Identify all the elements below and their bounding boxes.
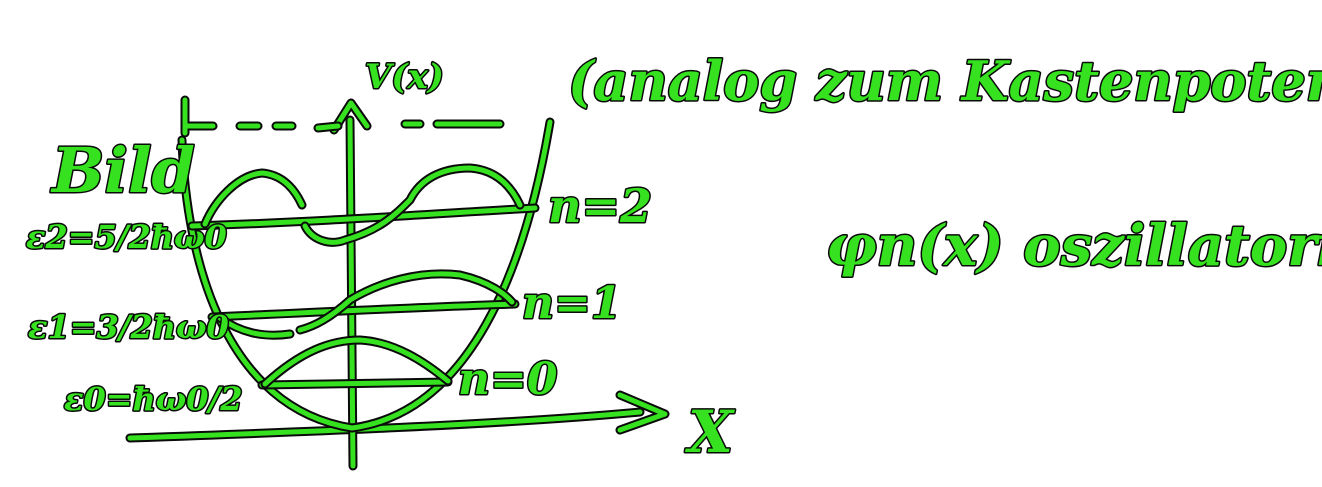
potential-label: V(x)	[365, 57, 444, 97]
energy-label-0: ε0=ħω0/2	[64, 380, 242, 418]
v-axis	[329, 98, 372, 471]
parabola-potential	[177, 117, 555, 433]
level-label-2: n=2	[548, 179, 652, 233]
energy-level-2	[187, 203, 540, 231]
bild-label: Bild	[50, 134, 195, 207]
x-axis	[125, 390, 670, 443]
energy-label-2: ε2=5/2ħω0	[26, 218, 227, 256]
energy-label-1: ε1=3/2ħω0	[28, 308, 229, 346]
level-label-0: n=0	[458, 354, 558, 405]
wavefunction-n1	[215, 269, 517, 340]
energy-level-0	[257, 377, 453, 390]
x-axis-label: X	[684, 398, 735, 466]
energy-level-1	[207, 299, 520, 322]
note-psi: φn(x) oszillatorisch	[826, 213, 1322, 279]
wavefunction-n0	[260, 335, 453, 389]
box-potential-dashes	[180, 95, 505, 138]
note-analog: (analog zum Kastenpotential	[568, 49, 1322, 113]
wavefunction-n2	[200, 163, 525, 247]
level-label-1: n=1	[522, 278, 621, 329]
